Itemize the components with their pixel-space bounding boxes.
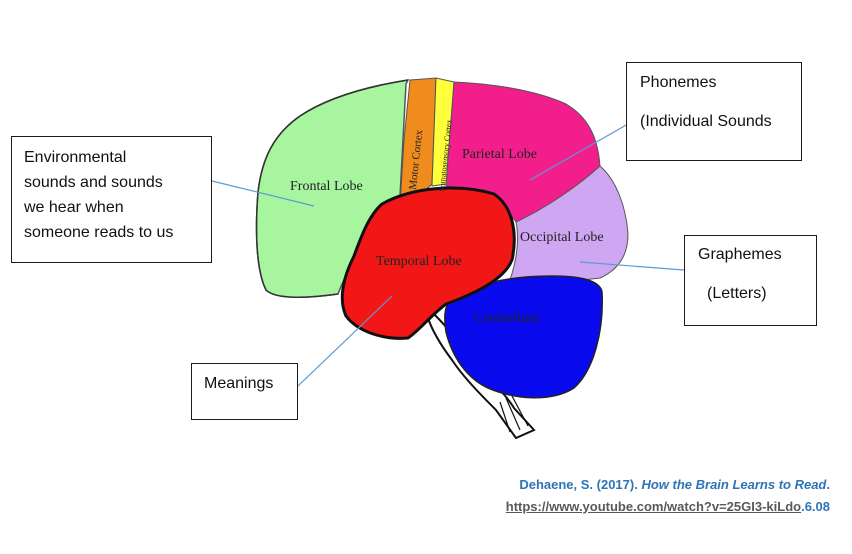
cerebellum <box>444 275 603 399</box>
callout-line: Phonemes <box>640 74 717 91</box>
temporal-lobe-label: Temporal Lobe <box>376 254 462 269</box>
citation-timestamp: .6.08 <box>801 499 830 514</box>
callout-line: Graphemes <box>698 246 782 263</box>
leader-line-meanings <box>297 295 393 387</box>
callout-line: someone reads to us <box>24 224 174 241</box>
citation-title-end: . <box>826 477 830 492</box>
citation-reference: Dehaene, S. (2017). How the Brain Learns… <box>506 474 830 496</box>
citation-author-year: Dehaene, S. (2017). <box>519 477 642 492</box>
citation-url-link[interactable]: https://www.youtube.com/watch?v=25GI3-ki… <box>505 499 802 514</box>
temporal-lobe <box>340 186 516 340</box>
citation-title: How the Brain Learns to Read <box>641 477 827 492</box>
citation: Dehaene, S. (2017). How the Brain Learns… <box>506 474 830 518</box>
brainstem-ridges <box>499 395 529 433</box>
callout-line: we hear when <box>24 199 124 216</box>
leader-line-environment <box>211 180 315 207</box>
cerebellum-label: Cerebellum <box>474 311 539 326</box>
frontal-lobe-label: Frontal Lobe <box>290 179 363 194</box>
occipital-lobe-label: Occipital Lobe <box>520 230 604 245</box>
callout-line: Environmental <box>24 149 127 166</box>
callout-graphemes: Graphemes (Letters) <box>684 235 817 326</box>
callout-line: Meanings <box>204 375 274 392</box>
callout-phonemes: Phonemes (Individual Sounds <box>626 62 802 161</box>
leader-line-phonemes <box>529 115 643 181</box>
callout-line: (Letters) <box>707 285 767 302</box>
callout-environmental-sounds: Environmental sounds and sounds we hear … <box>11 136 212 263</box>
parietal-lobe-label: Parietal Lobe <box>462 147 537 162</box>
leader-line-graphemes <box>579 261 685 271</box>
callout-line: sounds and sounds <box>24 174 163 191</box>
citation-link-row: https://www.youtube.com/watch?v=25GI3-ki… <box>506 496 830 518</box>
callout-meanings: Meanings <box>191 363 298 420</box>
callout-line: (Individual Sounds <box>640 113 772 130</box>
